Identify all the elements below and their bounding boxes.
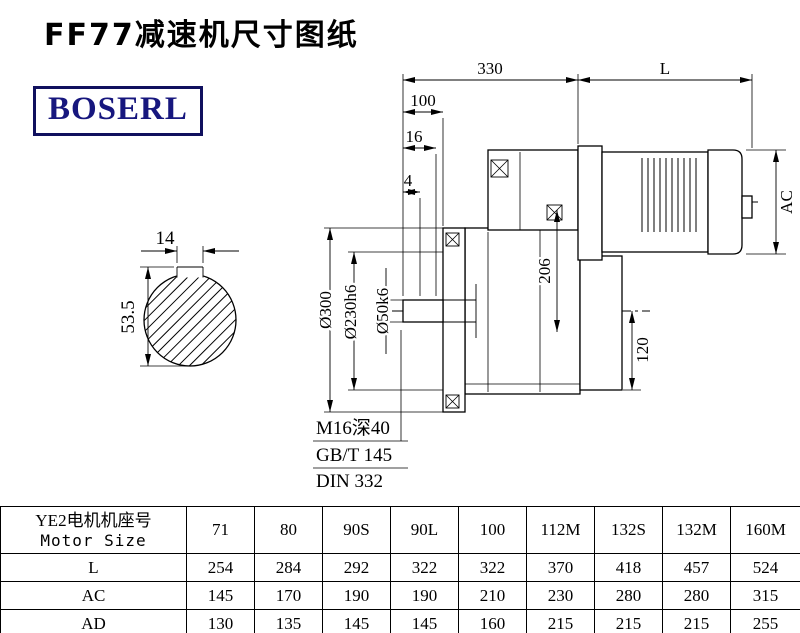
col-header: 112M [526, 506, 595, 554]
dim-L: L [660, 59, 670, 78]
table-cell: 130 [186, 609, 255, 633]
table-row: AC 145 170 190 190 210 230 280 280 315 [0, 581, 800, 610]
header-label-cn: YE2电机机座号 [35, 510, 152, 530]
table-cell: 215 [526, 609, 595, 633]
motor-fins [641, 158, 697, 232]
technical-drawing: 14 53.5 [118, 59, 796, 492]
table-cell: 292 [322, 553, 391, 582]
dimension-shaft-dia: Ø50k6 [371, 268, 403, 354]
dimensions-top: 330 L 100 16 4 [402, 59, 753, 296]
table-cell: 145 [390, 609, 459, 633]
dimension-ac: AC [746, 149, 796, 255]
dim-206: 206 [535, 258, 554, 284]
dimension-flange-od: Ø300 [314, 227, 443, 413]
table-cell: 315 [730, 581, 800, 610]
dim-120: 120 [633, 337, 652, 363]
table-cell: 170 [254, 581, 323, 610]
dim-spigot: Ø230h6 [341, 285, 360, 340]
tap-hole-note: M16深40 GB/T 145 DIN 332 [313, 330, 408, 492]
table-cell: 322 [390, 553, 459, 582]
table-cell: 457 [662, 553, 731, 582]
page-title: FF77减速机尺寸图纸 [44, 18, 359, 53]
col-header: 71 [186, 506, 255, 554]
table-cell: 160 [458, 609, 527, 633]
dimension-120: 120 [623, 311, 655, 391]
note-din: DIN 332 [316, 471, 383, 492]
dimension-key-height: 53.5 [118, 266, 186, 367]
table-header-row: YE2电机机座号 Motor Size 71 80 90S 90L 100 11… [0, 506, 800, 554]
dim-100: 100 [410, 91, 436, 110]
table-cell: 255 [730, 609, 800, 633]
dim-AC: AC [777, 190, 796, 214]
col-header: 100 [458, 506, 527, 554]
table-cell: 190 [322, 581, 391, 610]
table-cell: 190 [390, 581, 459, 610]
table-cell: 322 [458, 553, 527, 582]
dim-16: 16 [406, 127, 423, 146]
note-gb: GB/T 145 [316, 445, 392, 466]
dim-key-height: 53.5 [118, 300, 139, 333]
table-cell: 210 [458, 581, 527, 610]
table-cell: 135 [254, 609, 323, 633]
table-cell: 370 [526, 553, 595, 582]
dim-shaft-dia: Ø50k6 [373, 288, 392, 334]
dim-flange-od: Ø300 [316, 291, 335, 329]
shaft-section-view: 14 53.5 [118, 228, 239, 367]
col-header: 80 [254, 506, 323, 554]
table-cell: 215 [662, 609, 731, 633]
note-tap-hole: M16深40 [316, 417, 390, 439]
dimension-key-width: 14 [141, 228, 239, 263]
gearbox-housing [442, 149, 623, 413]
dimension-spigot: Ø230h6 [339, 251, 443, 391]
table-cell: 254 [186, 553, 255, 582]
col-header: 90S [322, 506, 391, 554]
row-label: L [0, 553, 187, 582]
table-row: AD 130 135 145 145 160 215 215 215 255 [0, 609, 800, 633]
brand-logo: BOSERL [33, 86, 203, 136]
output-shaft [402, 284, 477, 338]
dim-4: 4 [404, 171, 413, 190]
table-cell: 524 [730, 553, 800, 582]
col-header: 132S [594, 506, 663, 554]
table-cell: 280 [662, 581, 731, 610]
keyway [176, 266, 204, 278]
col-header: 90L [390, 506, 459, 554]
col-header: 160M [730, 506, 800, 554]
table-cell: 230 [526, 581, 595, 610]
col-header: 132M [662, 506, 731, 554]
row-label: AD [0, 609, 187, 633]
housing-details [465, 152, 580, 392]
dimension-206: 206 [533, 210, 560, 332]
table-row: L 254 284 292 322 322 370 418 457 524 [0, 553, 800, 582]
motor-size-header-cell: YE2电机机座号 Motor Size [0, 506, 187, 554]
header-label-en: Motor Size [40, 531, 147, 551]
table-cell: 145 [322, 609, 391, 633]
table-cell: 418 [594, 553, 663, 582]
table-cell: 280 [594, 581, 663, 610]
dim-key-width: 14 [156, 228, 176, 249]
motor [577, 145, 753, 261]
table-cell: 215 [594, 609, 663, 633]
dimension-table: YE2电机机座号 Motor Size 71 80 90S 90L 100 11… [0, 506, 800, 633]
hatching [143, 273, 237, 367]
row-label: AC [0, 581, 187, 610]
table-cell: 284 [254, 553, 323, 582]
reducer-assembly-view [392, 145, 758, 413]
dim-330: 330 [477, 59, 503, 78]
table-cell: 145 [186, 581, 255, 610]
